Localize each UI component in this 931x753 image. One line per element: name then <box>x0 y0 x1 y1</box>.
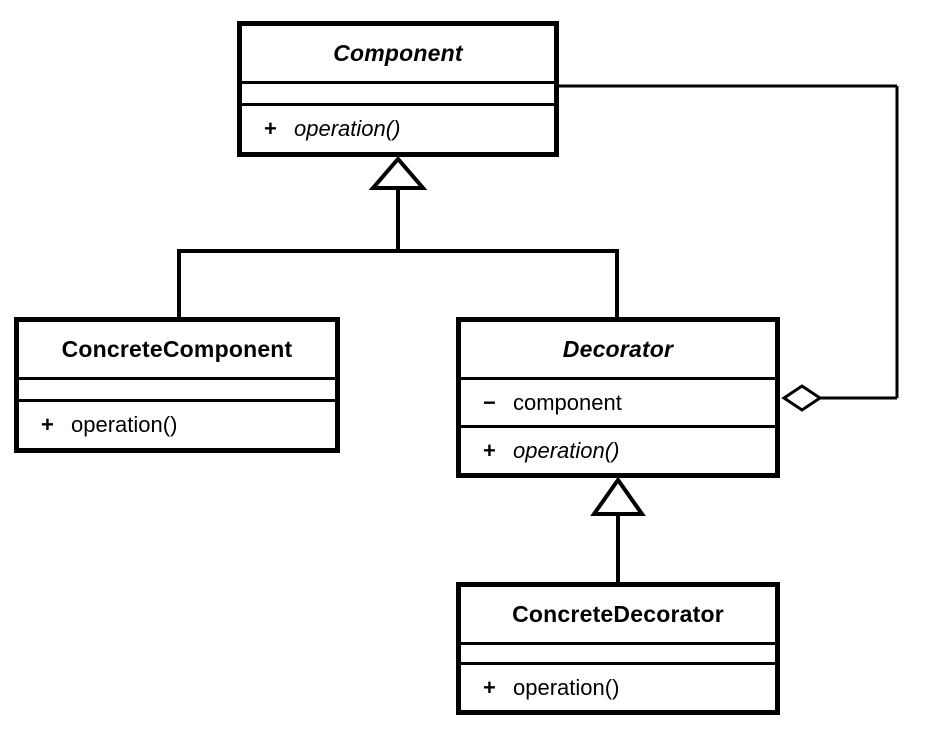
visibility-marker: + <box>264 116 277 141</box>
class-box-concrete-decorator[interactable]: ConcreteDecorator + operation() <box>456 582 780 715</box>
hollow-diamond-arrowhead <box>781 384 823 412</box>
operation-row: + operation() <box>483 438 619 464</box>
operation-row: + operation() <box>41 412 177 438</box>
class-name-compartment: Decorator <box>461 322 775 380</box>
class-attributes-compartment <box>19 380 335 402</box>
class-name: ConcreteComponent <box>61 336 293 362</box>
class-name-compartment: ConcreteDecorator <box>461 587 775 645</box>
operation-name: operation() <box>513 437 620 463</box>
visibility-marker: − <box>483 389 496 415</box>
visibility-marker: + <box>41 412 54 437</box>
hollow-triangle-arrowhead <box>368 155 428 190</box>
generalization-to-component <box>177 155 619 319</box>
class-operations-compartment: + operation() <box>242 106 554 152</box>
operation-row: + operation() <box>483 675 619 701</box>
class-name: Decorator <box>562 336 674 362</box>
class-operations-compartment: + operation() <box>461 665 775 710</box>
visibility-marker: + <box>483 437 496 463</box>
operation-row: + operation() <box>264 116 400 142</box>
class-name-compartment: Component <box>242 26 554 84</box>
operation-name: operation() <box>294 116 401 141</box>
aggregation-decorator-component <box>557 84 899 412</box>
class-name: Component <box>333 40 463 66</box>
class-box-concrete-component[interactable]: ConcreteComponent + operation() <box>14 317 340 453</box>
visibility-marker: + <box>483 674 496 700</box>
class-operations-compartment: + operation() <box>19 402 335 448</box>
class-attributes-compartment <box>461 645 775 665</box>
class-operations-compartment: + operation() <box>461 428 775 473</box>
attribute-row: − component <box>483 390 622 416</box>
class-box-decorator[interactable]: Decorator − component + operation() <box>456 317 780 478</box>
class-name-compartment: ConcreteComponent <box>19 322 335 380</box>
operation-name: operation() <box>71 412 178 437</box>
hollow-triangle-arrowhead <box>590 476 646 516</box>
class-box-component[interactable]: Component + operation() <box>237 21 559 157</box>
class-name: ConcreteDecorator <box>512 601 724 627</box>
attribute-name: component <box>513 389 622 415</box>
class-attributes-compartment <box>242 84 554 106</box>
generalization-to-decorator <box>590 476 646 583</box>
class-attributes-compartment: − component <box>461 380 775 428</box>
operation-name: operation() <box>513 674 620 700</box>
